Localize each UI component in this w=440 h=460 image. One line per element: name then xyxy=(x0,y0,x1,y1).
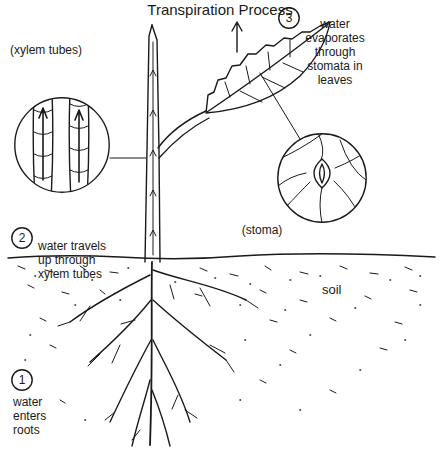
stoma-detail xyxy=(277,133,368,223)
callout-number: 2 xyxy=(11,227,33,249)
root xyxy=(150,262,152,445)
callout-circle: 1water enters roots xyxy=(11,369,33,391)
leader-line xyxy=(260,73,300,139)
stem xyxy=(145,25,209,262)
roots xyxy=(58,262,258,446)
zoom-label: (xylem tubes) xyxy=(10,43,122,57)
stem-edge xyxy=(145,25,152,262)
magnifier-circle: (xylem tubes) xyxy=(14,97,110,193)
circle-outline xyxy=(15,98,109,192)
leader-line xyxy=(110,158,146,159)
rootlet xyxy=(58,285,258,440)
diagram-title: Transpiration Process xyxy=(0,1,440,19)
xylem-tube-wall xyxy=(33,92,89,200)
circle-outline xyxy=(279,8,299,28)
magnifier-circle: (stoma) xyxy=(277,133,367,223)
xylem-detail xyxy=(33,92,89,200)
stem-edge xyxy=(152,25,160,262)
callout-circle: 2water travels up through xylem tubes xyxy=(11,227,33,249)
step-description: water travels up through xylem tubes xyxy=(38,239,118,281)
zoom-label: (stoma) xyxy=(227,223,297,237)
circle-outline xyxy=(12,228,32,248)
circle-outline xyxy=(12,370,32,390)
callout-number: 1 xyxy=(11,369,33,391)
circle-outline xyxy=(277,133,367,223)
plant-drawing xyxy=(8,22,435,446)
step-description: water evaporates through stomata in leav… xyxy=(304,17,366,87)
step-description: water enters roots xyxy=(13,395,63,437)
leaf-stalk xyxy=(158,111,209,158)
guard-cell xyxy=(314,159,330,188)
stem-flow-line xyxy=(153,42,154,255)
circle-outline xyxy=(14,97,110,193)
cell-wall xyxy=(277,133,368,223)
stem-arrowheads xyxy=(150,70,156,236)
soil-mark xyxy=(18,266,417,403)
part-label: soil xyxy=(322,282,382,297)
callout-number: 3 xyxy=(278,7,300,29)
circle-outline xyxy=(278,134,366,222)
vapour-arrow xyxy=(232,22,242,52)
callout-circle: 3water evaporates through stomata in lea… xyxy=(278,7,300,29)
xylem-flow-arrow xyxy=(39,108,83,182)
stoma-pore xyxy=(320,164,325,183)
xylem-ring xyxy=(34,104,88,195)
